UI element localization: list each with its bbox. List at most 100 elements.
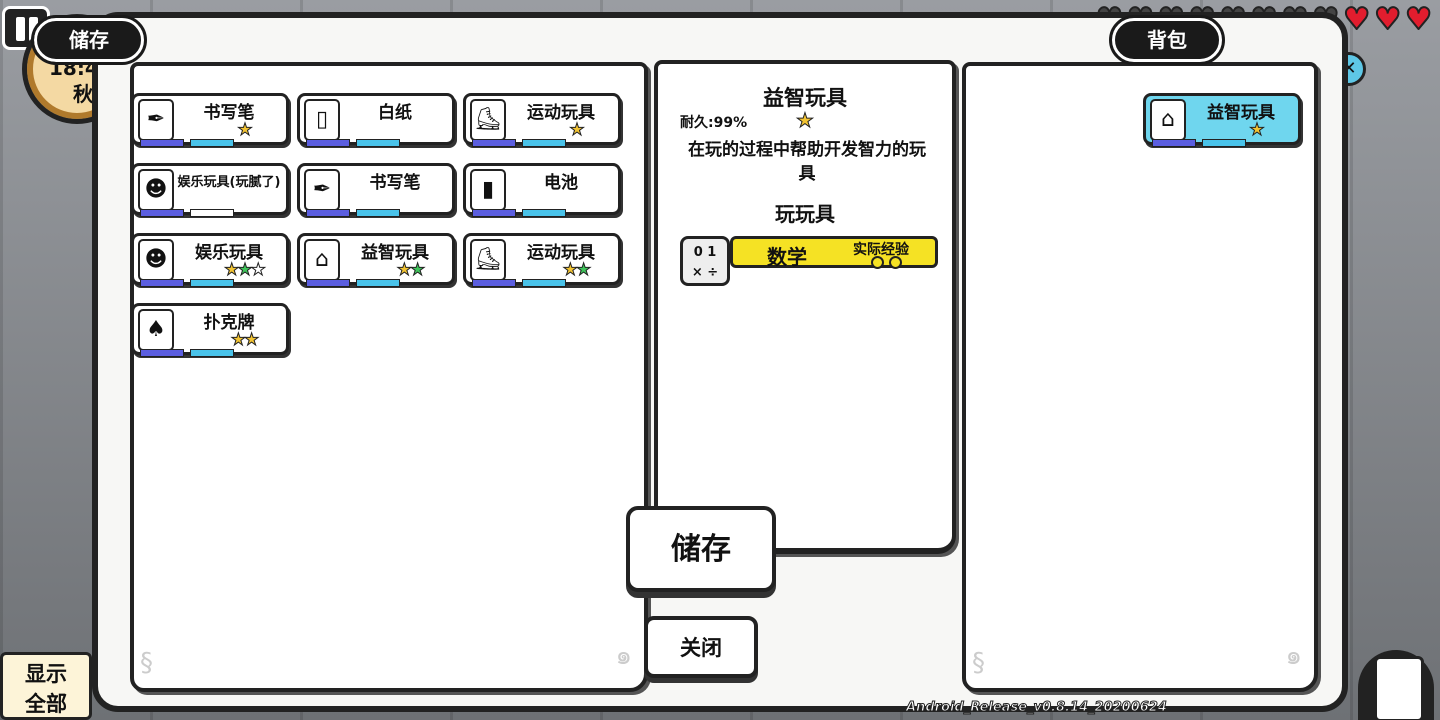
star-icon: ★ — [224, 260, 240, 281]
item-name: 益智玩具 — [361, 243, 429, 263]
item-detail-panel: 益智玩具 耐久:99% ★ 在玩的过程中帮助开发智力的玩具 玩玩具 数学 实际经… — [654, 60, 956, 554]
freshness-fill — [523, 210, 565, 216]
item-card[interactable]: ♠扑克牌★★ — [131, 303, 289, 357]
item-stars: ★★ — [372, 260, 448, 281]
house-toy-icon: ⌂ — [304, 239, 340, 281]
house-toy-icon: ⌂ — [1150, 99, 1186, 141]
item-card[interactable]: ⌂ 益智玩具★ — [1143, 93, 1301, 147]
battery-icon: ▮ — [470, 169, 506, 211]
freshness-bar — [190, 139, 234, 147]
durability-bar — [1152, 139, 1196, 147]
skill-row: 数学 实际经验 0 1 × ÷ — [680, 236, 938, 286]
freshness-bar — [522, 279, 566, 287]
item-name: 运动玩具 — [527, 243, 595, 263]
storage-dialog: § ๑ 益智玩具 耐久:99% ★ 在玩的过程中帮助开发智力的玩具 玩玩具 数学… — [92, 12, 1348, 712]
freshness-fill — [1203, 140, 1245, 146]
durability-bar — [140, 139, 184, 147]
star-icon: ★ — [1249, 120, 1265, 141]
corner-swirl-icon: ๑ — [615, 641, 632, 671]
star-icon: ★ — [250, 260, 266, 281]
item-stars: ★★ — [538, 260, 614, 281]
store-button[interactable]: 储存 — [626, 506, 776, 592]
tab-storage[interactable]: 储存 — [31, 15, 147, 65]
close-button[interactable]: 关闭 — [644, 616, 758, 678]
item-name: 书写笔 — [369, 173, 421, 193]
heart-full-icon: ♥ — [1404, 1, 1433, 38]
skill-dot-icon — [889, 256, 902, 269]
item-card[interactable]: ⛸ 运动玩具★ — [463, 93, 621, 147]
playing-card-icon: ♠ — [138, 309, 174, 351]
durability-bar — [472, 139, 516, 147]
heart-full-icon: ♥ — [1373, 1, 1402, 38]
durability-bar — [306, 139, 350, 147]
item-stars: ★ — [1218, 120, 1294, 141]
freshness-fill — [523, 280, 565, 286]
item-card[interactable]: ✒ 书写笔★ — [131, 93, 289, 147]
tab-backpack[interactable]: 背包 — [1109, 15, 1225, 65]
star-icon: ★ — [230, 330, 246, 351]
skill-bar: 数学 实际经验 — [730, 236, 938, 269]
clock-season: 秋 — [73, 82, 93, 106]
item-card[interactable]: ⌂ 益智玩具★★ — [297, 233, 455, 287]
storage-panel: § ๑ — [130, 62, 648, 692]
freshness-bar — [190, 209, 234, 217]
durability-bar — [306, 209, 350, 217]
freshness-bar — [356, 209, 400, 217]
freshness-fill — [357, 140, 399, 146]
freshness-fill — [357, 210, 399, 216]
paper-icon: ▯ — [304, 99, 340, 141]
item-card[interactable]: ⛸ 运动玩具★★ — [463, 233, 621, 287]
item-name: 娱乐玩具 — [195, 243, 263, 263]
version-label: Android_Release_v0.8.14_20200624 — [906, 700, 1168, 716]
star-icon: ★ — [396, 260, 412, 281]
freshness-fill — [523, 140, 565, 146]
freshness-bar — [190, 349, 234, 357]
freshness-bar — [522, 209, 566, 217]
star-icon: ★ — [562, 260, 578, 281]
corner-swirl-icon: ๑ — [1285, 641, 1302, 671]
detail-category: 玩玩具 — [775, 202, 835, 226]
robot-toy-icon: ☻ — [138, 169, 174, 211]
star-icon: ★ — [796, 108, 815, 133]
skill-name: 数学 — [767, 245, 807, 269]
freshness-bar — [356, 279, 400, 287]
freshness-bar — [356, 139, 400, 147]
item-stars: ★★★ — [206, 260, 282, 281]
freshness-fill — [191, 280, 233, 286]
item-card[interactable]: ▮电池 — [463, 163, 621, 217]
show-all-button[interactable]: 显示 全部 — [0, 652, 92, 720]
durability-bar — [472, 279, 516, 287]
durability-bar — [140, 279, 184, 287]
freshness-bar — [190, 279, 234, 287]
robot-toy-icon: ☻ — [138, 239, 174, 281]
freshness-fill — [191, 350, 233, 356]
detail-durability: 耐久:99% — [680, 115, 748, 131]
skate-icon: ⛸ — [470, 99, 506, 141]
durability-bar — [140, 349, 184, 357]
durability-bar — [472, 209, 516, 217]
backpack-panel: § ๑ — [962, 62, 1318, 692]
item-card[interactable]: ☻娱乐玩具(玩腻了) — [131, 163, 289, 217]
journal-icon[interactable] — [1358, 650, 1434, 720]
star-icon: ★ — [569, 120, 585, 141]
item-name: 书写笔 — [203, 103, 255, 123]
skate-icon: ⛸ — [470, 239, 506, 281]
item-name: 扑克牌 — [203, 313, 255, 333]
item-stars: ★ — [206, 120, 282, 141]
freshness-bar — [522, 139, 566, 147]
item-name: 白纸 — [378, 103, 412, 123]
item-card[interactable]: ✒书写笔 — [297, 163, 455, 217]
freshness-fill — [191, 140, 233, 146]
item-stars: ★ — [538, 120, 614, 141]
item-name: 运动玩具 — [527, 103, 595, 123]
freshness-bar — [1202, 139, 1246, 147]
corner-swirl-icon: § — [140, 648, 153, 678]
pen-icon: ✒ — [138, 99, 174, 141]
item-name: 娱乐玩具(玩腻了) — [177, 175, 281, 190]
star-icon: ★ — [409, 260, 425, 281]
item-card[interactable]: ☻娱乐玩具★★★ — [131, 233, 289, 287]
item-card[interactable]: ▯ 白纸 — [297, 93, 455, 147]
skill-dot-icon — [871, 256, 884, 269]
durability-bar — [306, 279, 350, 287]
item-name: 益智玩具 — [1207, 103, 1275, 123]
